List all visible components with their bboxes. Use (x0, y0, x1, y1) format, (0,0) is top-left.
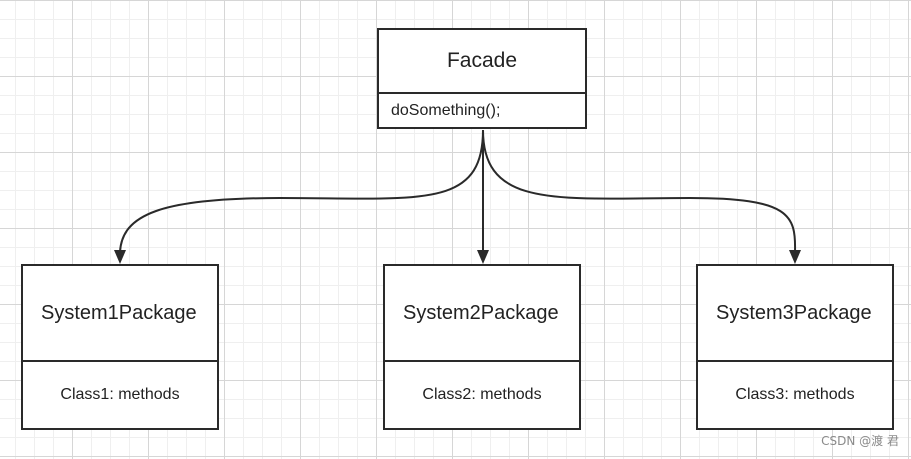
watermark-text: CSDN @渡 君 (821, 434, 899, 448)
arrowhead-system2 (477, 250, 489, 264)
system3-package-box[interactable]: System3Package Class3: methods (696, 264, 894, 430)
arrowhead-system3 (789, 250, 801, 264)
facade-title: Facade (379, 30, 585, 94)
facade-method: doSomething(); (391, 101, 501, 119)
arrowhead-system1 (114, 250, 126, 264)
system2-package-title: System2Package (385, 266, 579, 362)
system1-package-title: System1Package (23, 266, 217, 362)
system2-package-member: Class2: methods (422, 386, 542, 403)
connector-facade-to-system3 (482, 129, 797, 253)
system1-package-member: Class1: methods (60, 386, 180, 403)
system3-package-title: System3Package (698, 266, 892, 362)
system3-package-member: Class3: methods (735, 386, 855, 403)
facade-class-box[interactable]: Facade doSomething(); (377, 28, 587, 129)
system1-package-box[interactable]: System1Package Class1: methods (21, 264, 219, 430)
system2-package-box[interactable]: System2Package Class2: methods (383, 264, 581, 430)
connector-facade-to-system1 (119, 129, 484, 253)
